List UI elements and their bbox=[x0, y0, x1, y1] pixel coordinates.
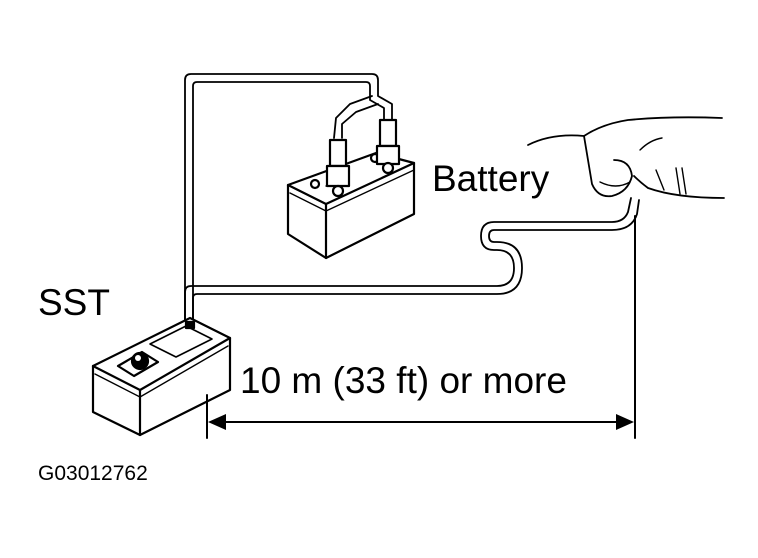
cable-to-battery bbox=[184, 73, 393, 323]
battery-label: Battery bbox=[432, 158, 550, 199]
sst-label: SST bbox=[38, 282, 110, 323]
sst-tester-box-icon bbox=[91, 316, 232, 437]
hand-icon bbox=[527, 116, 725, 199]
distance-arrowheads bbox=[208, 414, 634, 430]
distance-label: 10 m (33 ft) or more bbox=[240, 360, 567, 401]
cable-to-hand bbox=[184, 197, 640, 323]
car-battery-icon bbox=[286, 118, 416, 260]
figure-id: G03012762 bbox=[38, 462, 148, 485]
distance-dimension bbox=[206, 215, 636, 439]
